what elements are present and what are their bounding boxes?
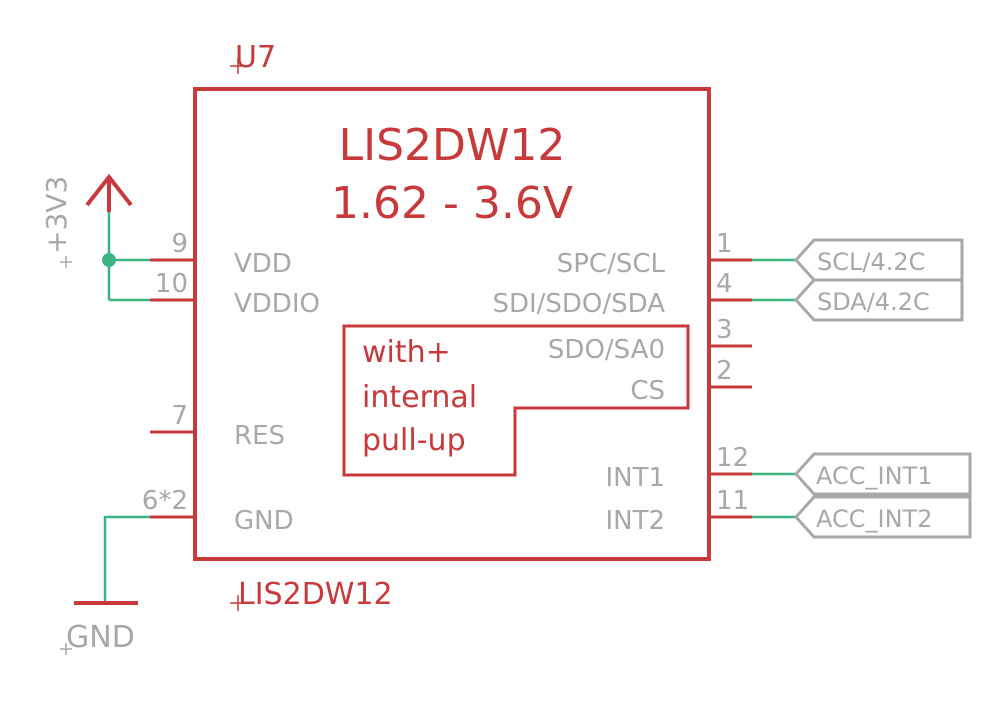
pin-vddio-number: 10	[155, 269, 188, 299]
net-label-int2-flag	[793, 495, 972, 539]
value-origin-cross	[230, 595, 246, 611]
ic-voltage: 1.62 - 3.6V	[331, 178, 573, 229]
pin-cs-number: 2	[716, 356, 733, 386]
note-line-3: pull-up	[362, 423, 466, 458]
pin-int2-name: INT2	[605, 506, 665, 536]
pin-sda-number: 4	[716, 269, 733, 299]
ic-body	[193, 87, 711, 561]
pin-vdd-name: VDD	[234, 249, 292, 279]
ic-title: LIS2DW12	[339, 120, 566, 171]
pin-res-name: RES	[234, 421, 285, 451]
ground-wire	[103, 515, 150, 603]
part-designator: U7	[235, 40, 276, 75]
net-label-sda-flag	[793, 278, 964, 322]
pin-int2-number: 11	[716, 486, 749, 516]
pin-int1-number: 12	[716, 443, 749, 473]
part-value: LIS2DW12	[238, 577, 393, 612]
supply-label: +3V3	[40, 176, 73, 254]
pin-scl-number: 1	[716, 229, 733, 259]
net-label-int2: ACC_INT2	[816, 505, 932, 533]
pin-sda-name: SDI/SDO/SDA	[492, 289, 665, 319]
net-label-scl: SCL/4.2C	[817, 248, 925, 276]
pin-int1-name: INT1	[605, 463, 665, 493]
note-line-2: internal	[362, 380, 477, 415]
pin-gnd-name: GND	[234, 506, 294, 536]
pullup-note-box	[342, 324, 690, 477]
net-label-int1-flag	[793, 452, 972, 496]
pin-vdd-number: 9	[171, 229, 188, 259]
pin-vddio-name: VDDIO	[234, 289, 320, 319]
pin-sa0-name: SDO/SA0	[548, 335, 665, 365]
pin-gnd-number: 6*2	[142, 486, 188, 516]
designator-origin-cross	[230, 58, 246, 74]
pin-scl-name: SPC/SCL	[557, 249, 666, 279]
net-label-sda: SDA/4.2C	[817, 288, 930, 316]
power-arrow-symbol	[85, 173, 133, 212]
supply-origin-cross	[60, 256, 72, 268]
pin-sa0-number: 3	[716, 315, 733, 345]
ground-label: GND	[66, 620, 135, 655]
net-label-int1: ACC_INT1	[816, 462, 932, 490]
ground-origin-cross	[60, 643, 72, 655]
junction-dot	[102, 253, 116, 267]
power-wire	[107, 212, 150, 302]
pin-res-number: 7	[171, 401, 188, 431]
net-label-scl-flag	[793, 238, 964, 282]
pin-cs-name: CS	[630, 376, 665, 406]
note-line-1: with+	[362, 335, 451, 370]
